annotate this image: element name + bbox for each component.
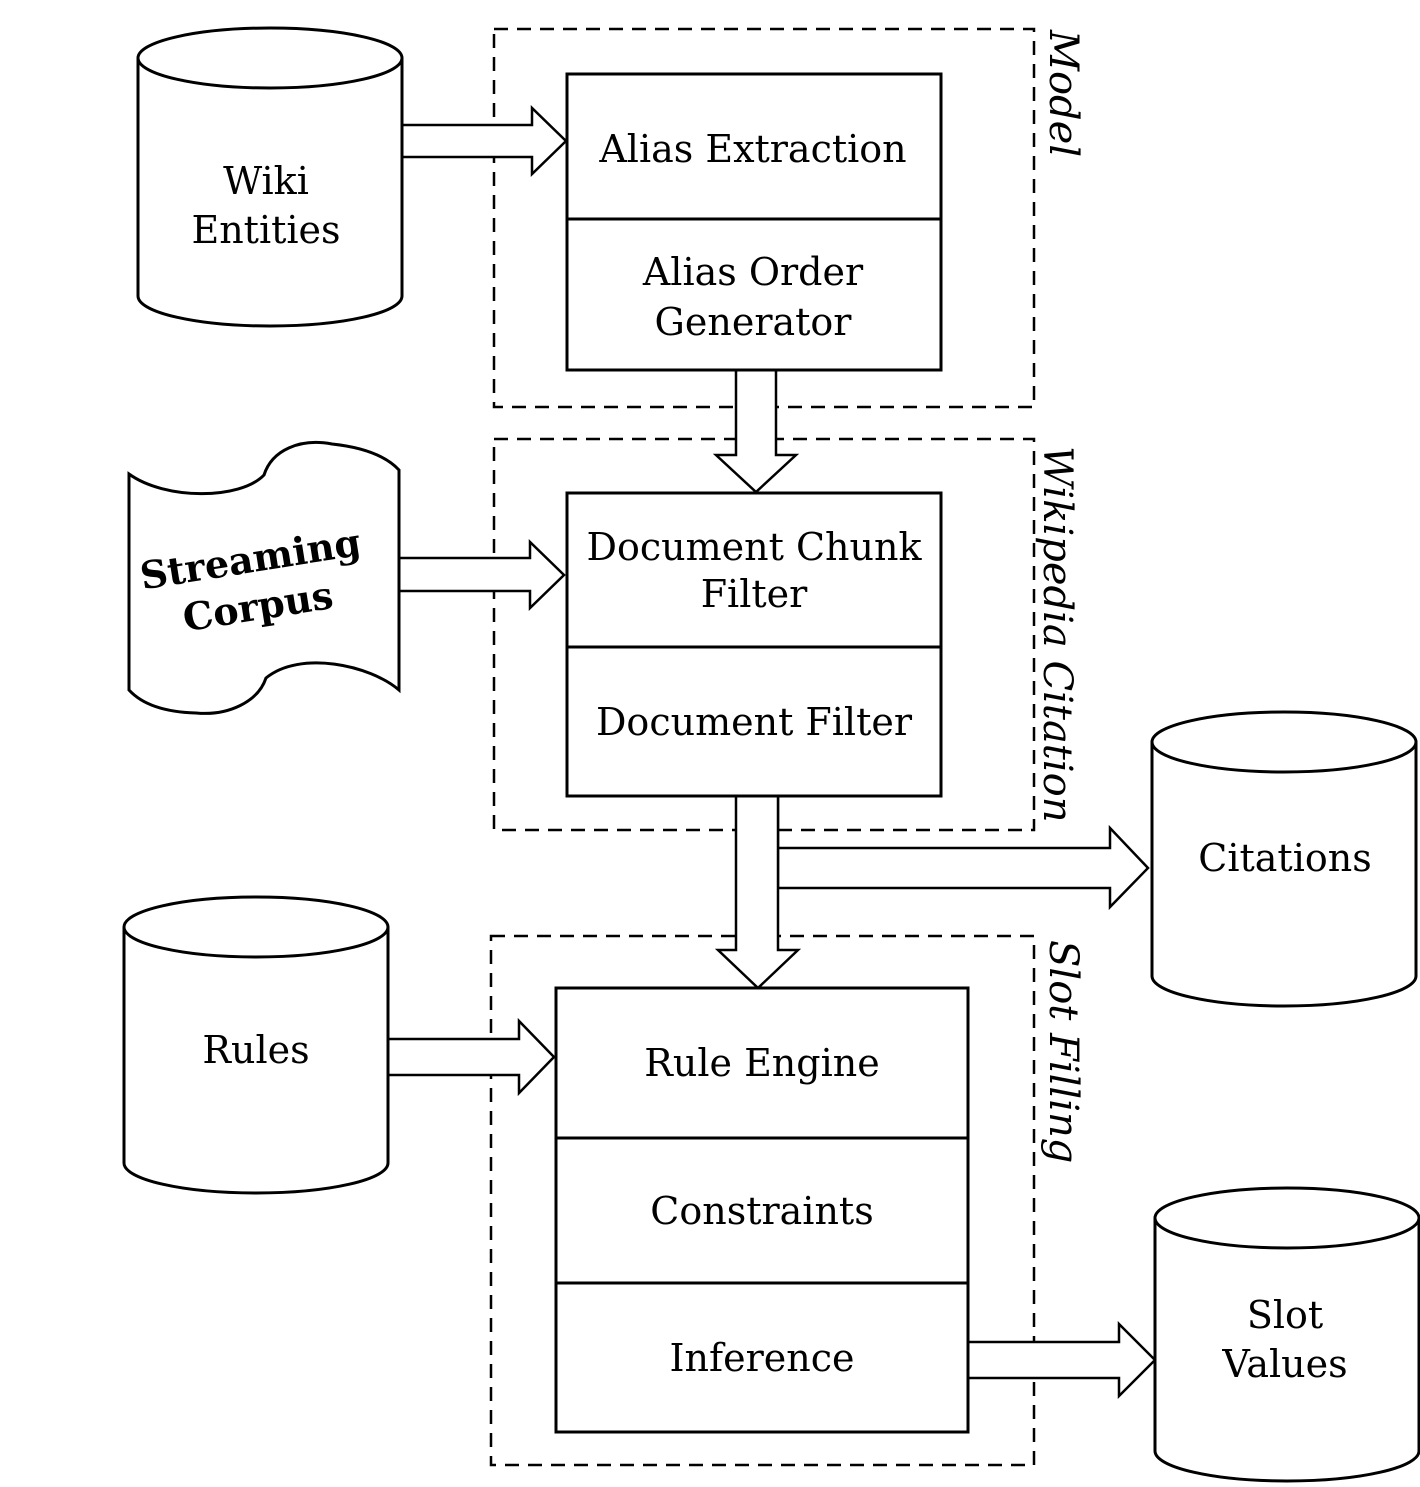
inference-label: Inference: [670, 1336, 855, 1380]
arrow-doc-filter-to-citations: [776, 796, 1150, 911]
citations-label: Citations: [1198, 836, 1371, 880]
slot-filling-group-title: Slot Filling: [1040, 940, 1086, 1163]
wikipedia-citation-stage-stack: Document Chunk Filter Document Filter: [565, 491, 943, 798]
document-chunk-filter-box: [565, 491, 943, 649]
model-stage-stack: Alias Extraction Alias Order Generator: [565, 72, 943, 372]
alias-order-generator-label-line1: Alias Order: [642, 250, 864, 294]
wikipedia-citation-group-title: Wikipedia Citation: [1034, 446, 1080, 823]
model-group-border: [492, 27, 1036, 409]
slot-values-datastore: Slot Values: [1153, 1186, 1420, 1483]
arrow-to-rule-engine: [714, 794, 802, 990]
arrow-inference-to-slot-values: [966, 1320, 1157, 1400]
inference-box: [554, 1281, 970, 1434]
slot-filling-stage-stack: Rule Engine Constraints Inference: [554, 986, 970, 1434]
citations-datastore: Citations: [1150, 710, 1418, 1008]
slot-values-label-line1: Slot: [1247, 1293, 1323, 1337]
arrow-corpus-to-chunk-filter: [397, 539, 566, 611]
wiki-entities-label-line2: Entities: [191, 208, 340, 252]
alias-extraction-box: [565, 72, 943, 221]
document-chunk-filter-label-line1: Document Chunk: [587, 525, 923, 569]
arrow-generator-to-chunk-filter: [712, 368, 800, 494]
rule-engine-label: Rule Engine: [644, 1041, 879, 1085]
arrow-wiki-to-alias-extraction: [400, 105, 568, 177]
model-group-title: Model: [1040, 29, 1086, 157]
constraints-box: [554, 1136, 970, 1285]
constraints-label: Constraints: [650, 1189, 873, 1233]
document-filter-box: [565, 645, 943, 798]
document-chunk-filter-label-line2: Filter: [701, 572, 808, 616]
wiki-entities-datastore: Wiki Entities: [136, 26, 404, 328]
alias-order-generator-label-line2: Generator: [655, 300, 853, 344]
alias-order-generator-box: [565, 217, 943, 372]
streaming-corpus-datastore: Streaming Corpus: [127, 441, 401, 715]
rule-engine-box: [554, 986, 970, 1140]
arrow-rules-to-rule-engine: [386, 1017, 556, 1097]
wiki-entities-label-line1: Wiki: [223, 159, 309, 203]
rules-datastore: Rules: [122, 895, 390, 1195]
slot-filling-group-border: [489, 934, 1036, 1467]
slot-values-label-line2: Values: [1221, 1342, 1347, 1386]
document-filter-label: Document Filter: [596, 700, 913, 744]
rules-label: Rules: [202, 1028, 309, 1072]
alias-extraction-label: Alias Extraction: [598, 127, 906, 171]
